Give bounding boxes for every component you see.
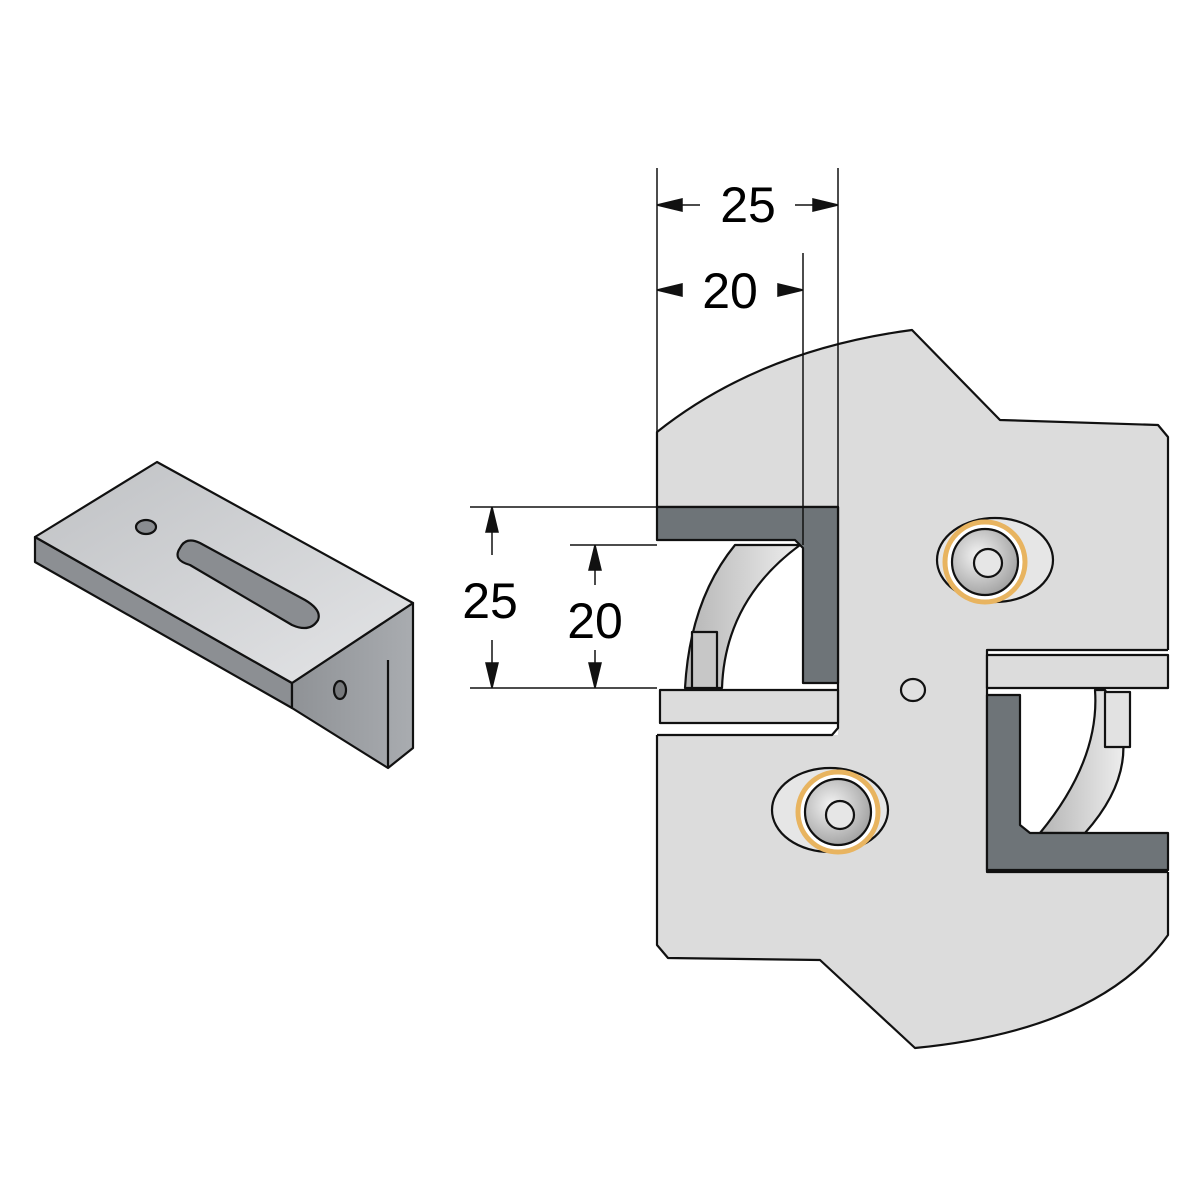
dimensions	[470, 168, 839, 689]
angle-bracket	[33, 460, 415, 770]
lower-bolt	[770, 766, 890, 855]
right-insert-blade	[985, 693, 1170, 872]
left-clamp-plate	[658, 688, 840, 725]
right-clamp-plate	[985, 653, 1170, 690]
hex-socket-icon	[824, 799, 856, 831]
dim-left-outer: 25	[462, 573, 518, 629]
left-insert-blade	[655, 505, 840, 685]
bracket-side-hole	[332, 679, 348, 701]
left-insert-tip	[690, 630, 719, 690]
dim-top-inner: 20	[702, 263, 758, 319]
dim-left-inner: 20	[567, 593, 623, 649]
bracket-slot	[176, 539, 320, 630]
bracket-hole	[134, 518, 158, 536]
hex-socket-icon	[972, 547, 1004, 579]
tool-holder	[640, 328, 1187, 1050]
dim-top-outer: 25	[720, 177, 776, 233]
right-insert-tip	[1103, 690, 1132, 749]
center-hole	[899, 677, 927, 703]
upper-bolt	[935, 516, 1055, 605]
